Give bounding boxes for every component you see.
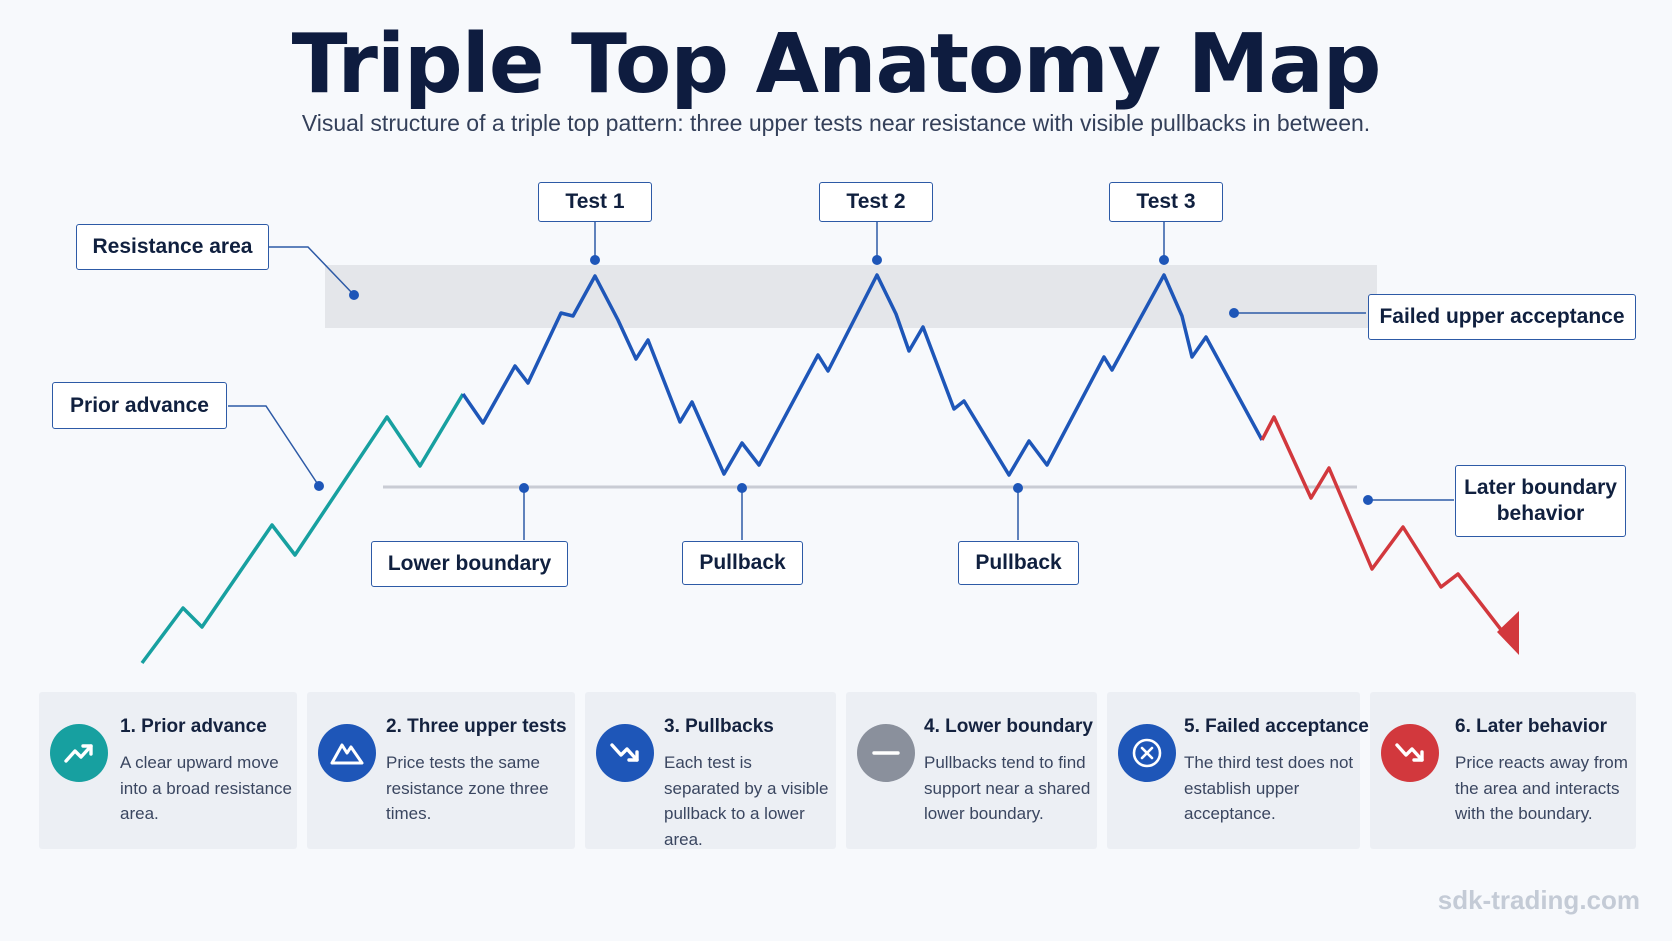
failed-acceptance-label: Failed upper acceptance <box>1368 294 1636 340</box>
card-upper-tests: 2. Three upper tests Price tests the sam… <box>307 692 575 849</box>
card-title: 4. Lower boundary <box>924 716 1093 737</box>
lower-boundary-dot <box>519 483 529 493</box>
test2-dot <box>872 255 882 265</box>
card-text: Price reacts away from the area and inte… <box>1455 753 1628 823</box>
prior-advance-label: Prior advance <box>52 382 227 429</box>
card-text: The third test does not establish upper … <box>1184 753 1354 823</box>
page-subtitle: Visual structure of a triple top pattern… <box>301 110 1371 136</box>
x-circle-icon <box>1118 724 1176 782</box>
resistance-connector <box>268 246 355 296</box>
test1-label: Test 1 <box>538 182 652 222</box>
pullback1-dot <box>737 483 747 493</box>
card-pullbacks: 3. Pullbacks Each test is separated by a… <box>585 692 836 849</box>
card-failed-acceptance: 5. Failed acceptance The third test does… <box>1107 692 1369 849</box>
card-text: Price tests the same resistance zone thr… <box>386 753 549 823</box>
trend-up-icon <box>50 724 108 782</box>
peaks-icon <box>318 724 376 782</box>
breakdown-path <box>1260 415 1511 642</box>
lower-boundary-label: Lower boundary <box>371 541 568 587</box>
resistance-band <box>325 265 1377 328</box>
page-title: Triple Top Anatomy Map <box>291 17 1382 112</box>
test3-label: Test 3 <box>1109 182 1223 222</box>
minus-icon <box>857 724 915 782</box>
card-title: 2. Three upper tests <box>386 716 567 737</box>
prior-advance-connector <box>228 405 320 487</box>
pullback2-dot <box>1013 483 1023 493</box>
test2-label: Test 2 <box>819 182 933 222</box>
later-boundary-dot <box>1363 495 1373 505</box>
prior-advance-dot <box>314 481 324 491</box>
card-title: 6. Later behavior <box>1455 716 1608 737</box>
prior-advance-path <box>140 393 465 665</box>
card-title: 3. Pullbacks <box>664 716 774 737</box>
pullback1-label: Pullback <box>682 541 803 585</box>
watermark: sdk-trading.com <box>1437 885 1640 915</box>
card-later-behavior: 6. Later behavior Price reacts away from… <box>1370 692 1636 849</box>
later-boundary-label: Later boundary behavior <box>1455 465 1626 537</box>
card-prior-advance: 1. Prior advance A clear upward move int… <box>39 692 297 849</box>
card-text: Pullbacks tend to find support near a sh… <box>924 753 1091 823</box>
card-text: Each test is separated by a visible pull… <box>664 753 829 849</box>
test1-dot <box>590 255 600 265</box>
failed-acceptance-dot <box>1229 308 1239 318</box>
pullback2-label: Pullback <box>958 541 1079 585</box>
breakdown-arrowhead <box>1497 611 1519 655</box>
trend-down-icon <box>1381 724 1439 782</box>
card-title: 5. Failed acceptance <box>1184 716 1369 737</box>
pattern-path <box>461 273 1264 477</box>
card-title: 1. Prior advance <box>120 716 267 737</box>
card-lower-boundary: 4. Lower boundary Pullbacks tend to find… <box>846 692 1097 849</box>
resistance-area-label: Resistance area <box>76 224 269 270</box>
resistance-dot <box>349 290 359 300</box>
card-text: A clear upward move into a broad resista… <box>120 753 292 823</box>
test3-dot <box>1159 255 1169 265</box>
trend-down-icon <box>596 724 654 782</box>
